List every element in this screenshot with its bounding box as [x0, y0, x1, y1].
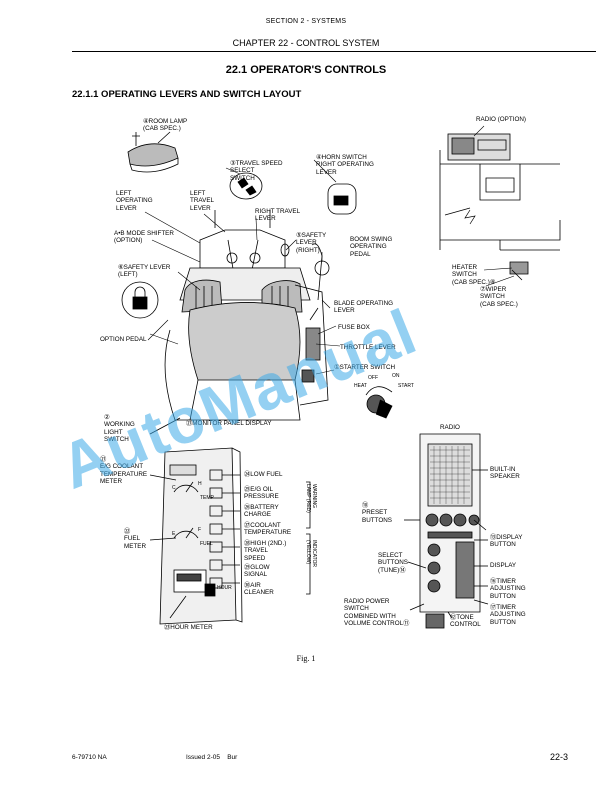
label-radio: RADIO: [440, 424, 460, 431]
header-rule: [72, 51, 596, 52]
label-select-buttons: SELECT BUTTONS (TUNE)⑭: [378, 552, 408, 574]
label-built-in-speaker: BUILT-IN SPEAKER: [490, 466, 520, 481]
label-safety-lever-left: ⑥SAFETY LEVER (LEFT): [118, 264, 171, 279]
horn-switch-drawing: [327, 183, 357, 215]
label-air-cleaner: ㉚AIR CLEANER: [244, 582, 274, 597]
label-glow-signal: ㉙GLOW SIGNAL: [244, 564, 270, 579]
label-display-button: ⑬DISPLAY BUTTON: [490, 534, 523, 549]
label-heater-switch: HEATER SWITCH (CAB SPEC.)⑧: [452, 264, 496, 286]
label-travel-speed-switch: ③TRAVEL SPEED SELECT SWITCH: [230, 160, 283, 182]
label-starter-on: ON: [392, 373, 400, 379]
label-left-travel-lever: LEFT TRAVEL LEVER: [190, 190, 215, 212]
radio-cab-drawing: [439, 133, 561, 281]
label-wiper-switch: ⑦WIPER SWITCH (CAB SPEC.): [480, 286, 518, 308]
gauge-c-label: C: [172, 485, 176, 491]
label-timer-adjusting-1: ⑯TIMER ADJUSTING BUTTON: [490, 578, 526, 600]
label-monitor-panel: ㉑MONITOR PANEL DISPLAY: [186, 420, 272, 427]
label-indicator: INDICATOR (YELLOW): [305, 540, 318, 568]
label-horn-switch: ④HORN SWITCH RIGHT OPERATING LEVER: [316, 154, 374, 176]
label-preset-buttons: ⑱ PRESET BUTTONS: [362, 502, 392, 524]
label-boom-swing-pedal: BOOM SWING OPERATING PEDAL: [350, 236, 393, 258]
label-low-fuel: ㉔LOW FUEL: [244, 471, 283, 478]
label-starter-switch: ①STARTER SWITCH: [334, 364, 396, 371]
monitor-panel-drawing: [149, 447, 311, 625]
label-radio-option: RADIO (OPTION): [476, 116, 527, 123]
gauge-fuel-label: FUEL: [200, 541, 213, 547]
label-starter-heat: HEAT: [354, 383, 367, 389]
label-coolant-temp: ㉗COOLANT TEMPERATURE: [244, 522, 292, 537]
label-fuel-meter: ㉒ FUEL METER: [124, 528, 147, 550]
label-starter-start: START: [398, 383, 414, 389]
label-room-lamp: ④ROOM LAMP (CAB SPEC.): [143, 118, 188, 133]
radio-unit-drawing: [404, 433, 489, 629]
figure-caption: Fig. 1: [296, 654, 316, 663]
travel-speed-switch-drawing: [229, 172, 263, 200]
label-eg-oil: ㉕E/G OIL PRESSURE: [244, 486, 279, 501]
label-blade-operating-lever: BLADE OPERATING LEVER: [334, 300, 394, 315]
label-radio-power: RADIO POWER SWITCH COMBINED WITH VOLUME …: [344, 598, 410, 628]
section-title: 22.1 OPERATOR'S CONTROLS: [225, 64, 387, 76]
label-fuse-box: FUSE BOX: [338, 324, 370, 331]
label-starter-off: OFF: [368, 375, 378, 381]
label-eg-coolant-meter: ㉑ E/G COOLANT TEMPERATURE METER: [100, 456, 148, 486]
section-header: SECTION 2 - SYSTEMS: [265, 18, 347, 25]
leader-lines: [144, 125, 515, 375]
label-hour-meter: ㉓HOUR METER: [164, 624, 213, 631]
label-display: DISPLAY: [490, 562, 517, 569]
label-working-light: ② WORKING LIGHT SWITCH: [104, 414, 135, 444]
gauge-e-label: E: [172, 531, 176, 537]
footer-doc-number: 6-79710 NA: [72, 754, 107, 761]
room-lamp-drawing: [127, 131, 179, 173]
operator-station-drawing: [121, 210, 393, 435]
footer-issued: Issued 2-05 Bur: [186, 754, 238, 761]
gauge-h-label: H: [198, 481, 202, 487]
gauge-hour-label: HOUR: [217, 585, 232, 591]
label-throttle-lever: THROTTLE LEVER: [340, 344, 396, 351]
label-left-operating-lever: LEFT OPERATING LEVER: [116, 190, 153, 212]
subsection-title: 22.1.1 OPERATING LEVERS AND SWITCH LAYOU…: [72, 89, 302, 100]
label-option-pedal: OPTION PEDAL: [100, 336, 147, 343]
label-high-travel: ㉘HIGH (2ND.) TRAVEL SPEED: [244, 540, 287, 562]
page-number: 22-3: [549, 752, 568, 762]
label-battery-charge: ㉖BATTERY CHARGE: [244, 504, 279, 519]
label-ab-mode-shifter: A•B MODE SHIFTER (OPTION): [114, 230, 174, 245]
chapter-header: CHAPTER 22 - CONTROL SYSTEM: [232, 38, 380, 48]
label-safety-lever-right: ⑤SAFETY LEVER (RIGHT): [296, 232, 327, 254]
label-right-travel-lever: RIGHT TRAVEL LEVER: [255, 208, 301, 223]
label-timer-adjusting-2: ⑰TIMER ADJUSTING BUTTON: [490, 604, 526, 626]
gauge-temp-label: TEMP: [200, 495, 214, 501]
label-warning-lamp: WARNING LAMP (RED): [305, 484, 318, 513]
gauge-f-label: F: [198, 527, 202, 533]
label-tone-control: ⑫TONE CONTROL: [450, 614, 481, 629]
